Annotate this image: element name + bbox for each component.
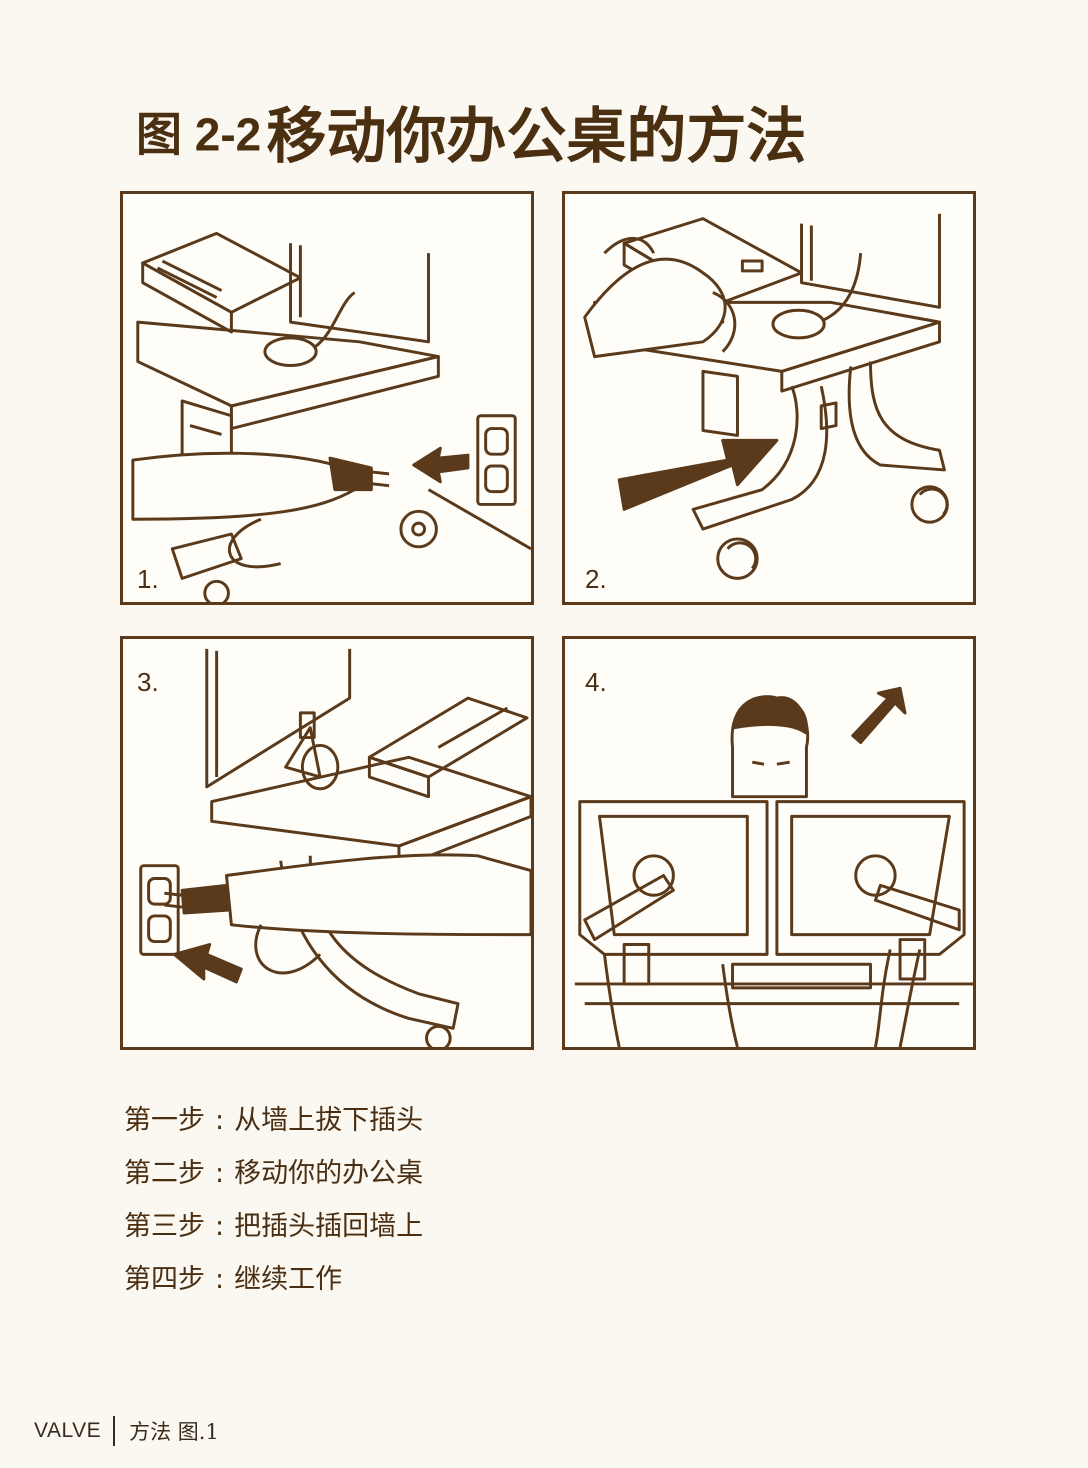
step-text: 移动你的办公桌 [234,1158,424,1189]
panel-number: 4. [585,667,607,697]
panel-number: 1. [137,564,159,594]
unplug-illustration [131,231,531,602]
plug-in-illustration [139,648,531,1047]
panel-number: 2. [585,564,607,594]
step-label: 第一步 [124,1105,205,1136]
step-separator: : [215,1105,225,1136]
page-title: 图 2-2 移动你办公桌的方法 [136,88,1036,175]
brand-name: VALVE [34,1419,102,1442]
footer-label: 方法 图.1 [129,1420,219,1444]
page-footer: VALVE 方法 图.1 [34,1414,219,1448]
list-item: 第三步: 把插头插回墙上 [124,1204,423,1257]
panel-step-4: 4. [562,636,976,1050]
list-item: 第一步: 从墙上拔下插头 [124,1098,423,1151]
step-separator: : [215,1158,225,1189]
keep-working-illustration [574,686,973,1047]
list-item: 第四步: 继续工作 [124,1257,423,1310]
step-label: 第四步 [124,1264,205,1295]
title-text: 移动你办公桌的方法 [266,102,807,172]
step-label: 第三步 [124,1211,205,1242]
panel-step-2: 2. [562,191,976,605]
list-item: 第二步: 移动你的办公桌 [124,1151,423,1204]
figure-number: 图 2-2 [136,108,262,161]
move-desk-illustration [583,213,949,580]
step-text: 把插头插回墙上 [234,1211,424,1242]
step-text: 从墙上拔下插头 [234,1105,424,1136]
panel-step-1: 1. [120,191,534,605]
step-text: 继续工作 [234,1264,343,1295]
step-separator: : [215,1211,225,1242]
panel-number: 3. [137,667,159,697]
footer-divider [113,1416,116,1446]
step-separator: : [215,1264,225,1295]
step-list: 第一步: 从墙上拔下插头 第二步: 移动你的办公桌 第三步: 把插头插回墙上 第四步:… [124,1098,423,1310]
step-label: 第二步 [124,1158,205,1189]
panel-step-3: 3. [120,636,534,1050]
